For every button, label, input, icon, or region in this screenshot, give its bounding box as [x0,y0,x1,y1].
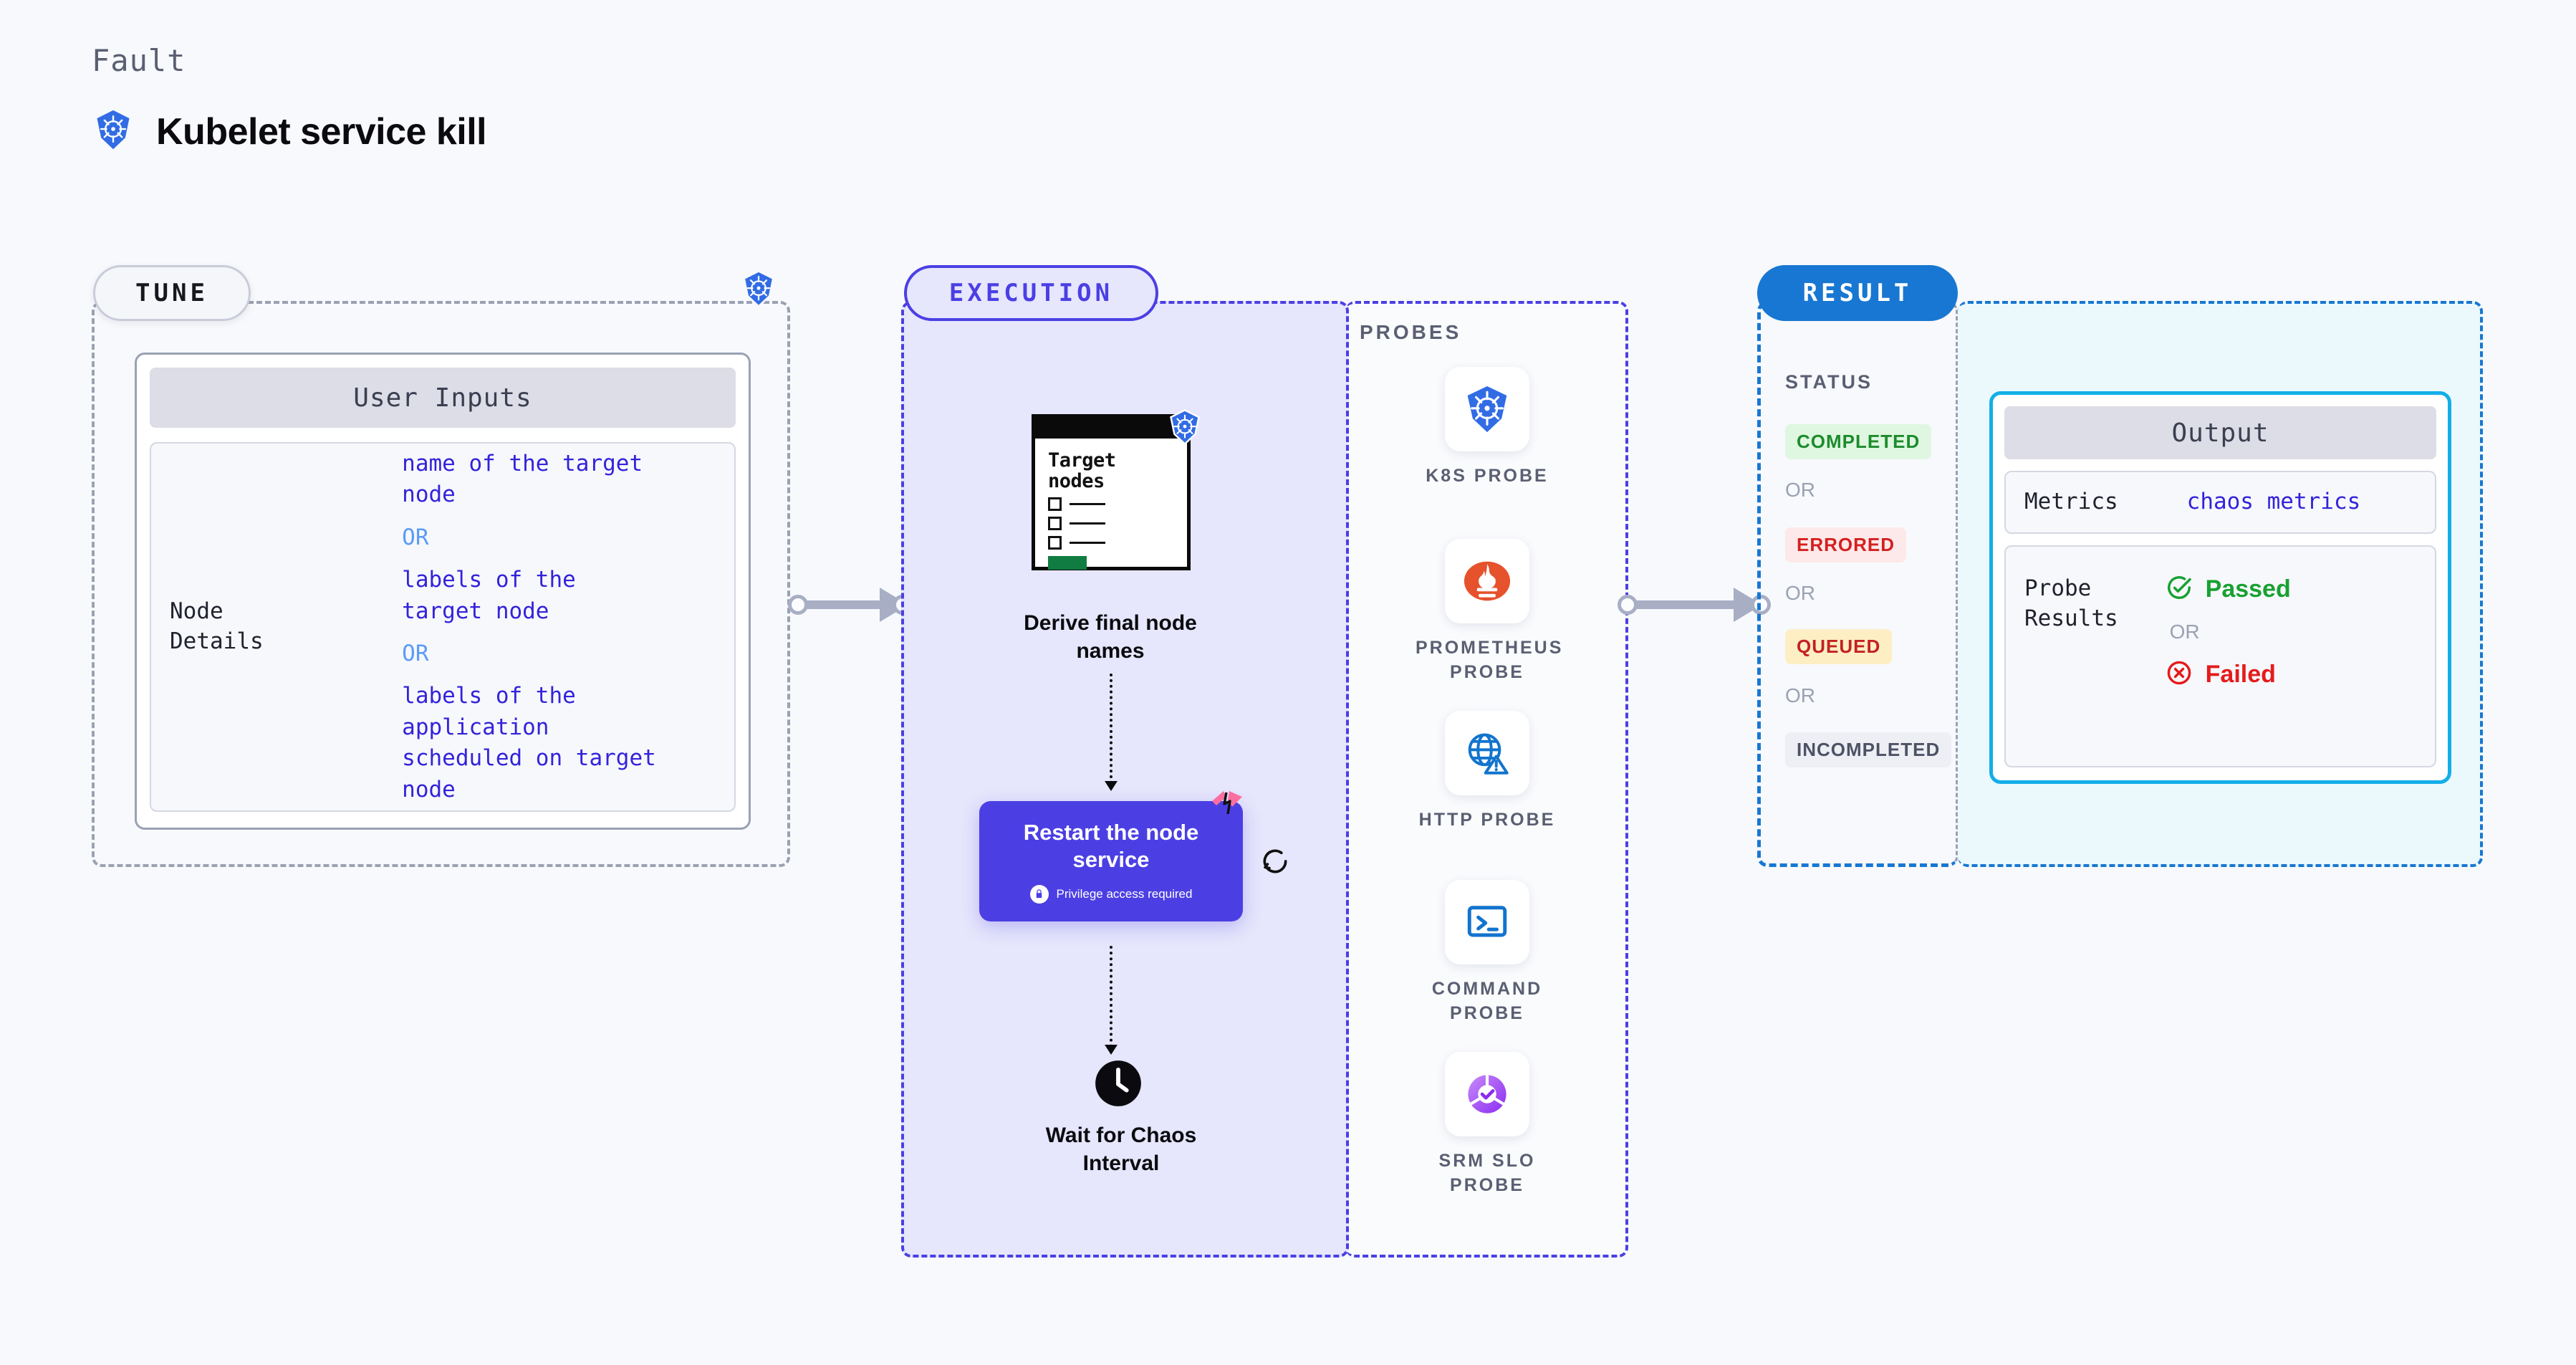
checkbox-row [1048,497,1176,512]
card-title-bar [1032,414,1191,439]
status-separator: OR [1785,582,1815,604]
probe-label: K8S PROBE [1426,466,1549,486]
output-card: Output Metrics chaos metrics Probe Resul… [1989,391,2451,784]
probe-result-separator: OR [2169,621,2200,643]
node-details-option: labels of the application scheduled on t… [402,683,656,803]
status-badge-completed: COMPLETED [1785,424,1932,459]
line-icon [1070,542,1105,545]
kubernetes-icon [1445,367,1529,451]
option-separator: OR [402,641,429,666]
tune-panel [92,301,790,867]
output-card-header: Output [2004,406,2436,459]
connector-tune-execution [788,588,913,622]
connector-endpoint-dot [1618,595,1638,615]
prometheus-icon [1445,539,1529,623]
restart-node-service-node[interactable]: Restart the node service Privilege acces… [979,801,1243,921]
checkbox-row [1048,517,1176,531]
option-separator: OR [402,524,429,550]
restart-node-service-title: Restart the node service [1023,820,1199,872]
status-badge-queued: QUEUED [1785,629,1893,664]
green-bar-icon [1048,556,1087,570]
metrics-key: Metrics [2024,489,2118,515]
line-icon [1070,503,1105,506]
failed-label: Failed [2205,661,2276,688]
probe-label: HTTP PROBE [1418,810,1556,830]
user-inputs-card: User Inputs Node Details name of the tar… [135,353,751,830]
probe-results-key: Probe Results [2024,575,2118,631]
rotate-ccw-icon [1259,846,1291,881]
flow-arrow [1105,674,1118,791]
privilege-note: Privilege access required [1029,884,1193,904]
privilege-note-text: Privilege access required [1056,886,1193,901]
tune-pill[interactable]: TUNE [93,265,251,321]
probe-item-command[interactable]: COMMAND PROBE [1416,880,1559,1026]
kubernetes-icon [739,269,778,312]
check-circle-icon [2166,574,2193,605]
connector-endpoint-dot [1751,595,1771,615]
result-pill[interactable]: RESULT [1757,265,1958,321]
page-title: Kubelet service kill [156,110,487,153]
flow-arrow [1105,946,1118,1055]
checkbox-row [1048,536,1176,550]
metrics-row: Metrics chaos metrics [2004,471,2436,534]
status-title: STATUS [1785,371,1873,393]
probe-results-row: Probe Results Passed OR [2004,545,2436,767]
lock-icon [1029,884,1049,904]
status-badge-errored: ERRORED [1785,527,1907,562]
kubernetes-icon [1166,408,1203,449]
node-details-key: Node Details [170,598,264,654]
wait-chaos-interval-label: Wait for Chaos Interval [1045,1124,1197,1175]
node-details-option: name of the target node [402,451,643,508]
card-body: Target nodes [1032,439,1191,570]
terminal-icon [1445,880,1529,964]
probe-result-passed: Passed [2166,574,2291,605]
globe-warning-icon [1445,711,1529,795]
checkbox-icon [1048,497,1062,512]
probe-item-prometheus[interactable]: PROMETHEUS PROBE [1416,539,1564,685]
node-details-values: name of the target node OR labels of the… [402,449,716,805]
node-details-row: Node Details name of the target node OR … [150,442,736,812]
probe-item-srm-slo[interactable]: SRM SLO PROBE [1416,1052,1559,1198]
execution-pill[interactable]: EXECUTION [904,265,1158,321]
harness-pink-icon [1211,790,1244,822]
status-badge-incompleted: INCOMPLETED [1785,732,1952,767]
kubernetes-icon [92,108,135,155]
probe-item-http[interactable]: HTTP PROBE [1416,711,1559,833]
probe-label: PROMETHEUS PROBE [1416,638,1564,682]
status-separator: OR [1785,479,1815,501]
connector-endpoint-dot [788,595,808,615]
x-circle-icon [2166,659,2193,690]
passed-label: Passed [2205,575,2291,603]
checkbox-icon [1048,517,1062,531]
probe-item-k8s[interactable]: K8S PROBE [1416,367,1559,489]
probe-results-values: Passed OR Failed [2166,574,2291,690]
user-inputs-card-header: User Inputs [150,368,736,428]
checkbox-icon [1048,536,1062,550]
probe-label: SRM SLO PROBE [1438,1151,1536,1195]
clock-icon [1094,1059,1143,1111]
srm-slo-donut-icon [1445,1052,1529,1136]
metrics-value[interactable]: chaos metrics [2186,489,2361,515]
target-nodes-card-icon: Target nodes [1032,414,1191,570]
status-separator: OR [1785,684,1815,707]
derive-node-names-label: Derive final node names [1024,611,1197,663]
node-details-option: labels of the target node [402,567,576,624]
fault-title-row: Kubelet service kill [92,108,487,155]
page-kicker: Fault [92,43,186,78]
page-header: Fault Kubelet service kill [92,43,487,155]
probe-label: COMMAND PROBE [1431,979,1543,1023]
probes-title: PROBES [1360,321,1462,343]
line-icon [1070,522,1105,525]
connector-execution-result [1618,588,1772,622]
target-nodes-card-title: Target nodes [1048,449,1116,493]
probe-result-failed: Failed [2166,659,2291,690]
